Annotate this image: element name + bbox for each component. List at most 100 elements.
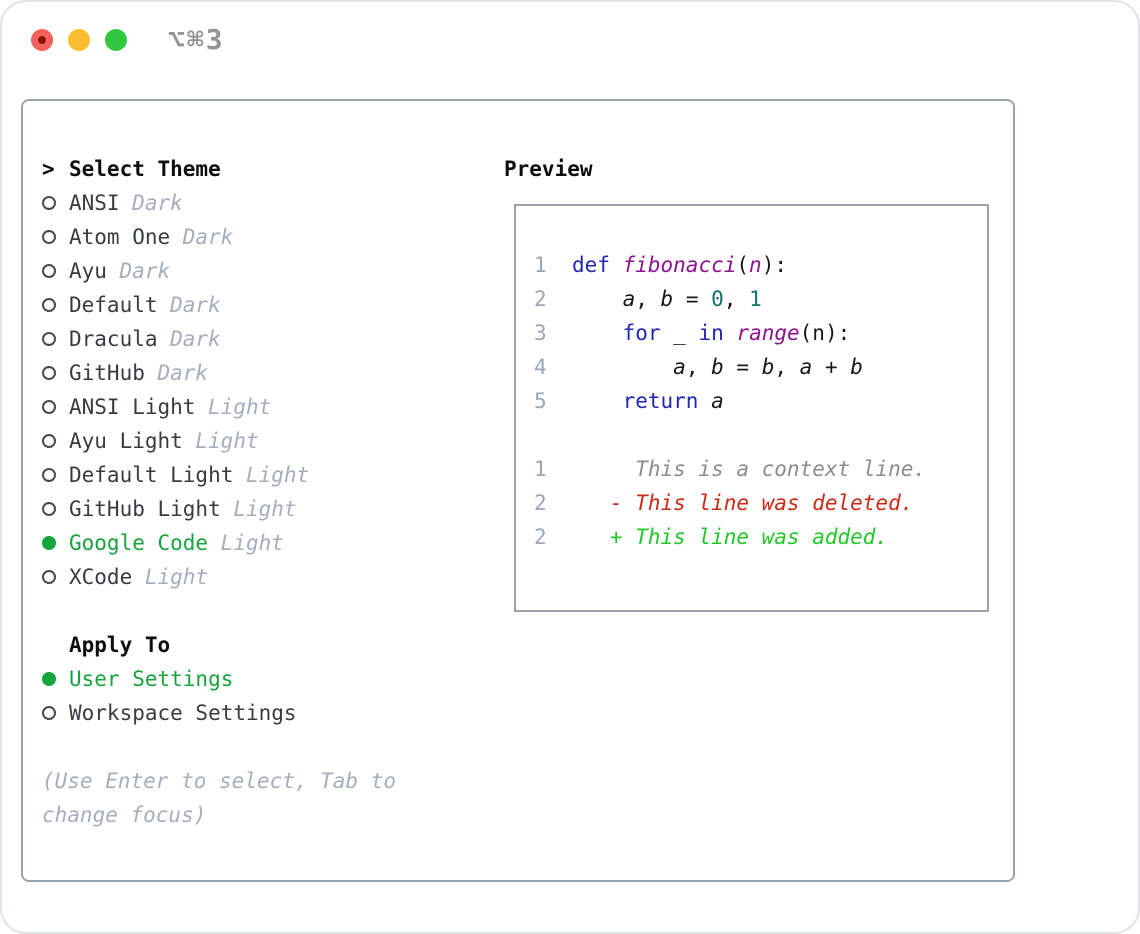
token-var: _ bbox=[673, 321, 686, 345]
theme-variant-label: Dark bbox=[182, 225, 234, 249]
code-text: for _ in range(n): bbox=[572, 316, 851, 350]
theme-variant-label: Dark bbox=[170, 327, 221, 351]
token-fn: n bbox=[749, 253, 762, 277]
diff-line-added: 2 + This line was added. bbox=[534, 520, 987, 554]
theme-option-ayu[interactable]: Ayu Dark bbox=[42, 254, 396, 288]
radio-unselected-icon bbox=[42, 264, 56, 278]
token-kw: for bbox=[622, 321, 661, 345]
line-number: 2 bbox=[534, 287, 547, 311]
radio-marker bbox=[42, 366, 69, 380]
token-pl: , bbox=[685, 355, 712, 379]
hint-text-line-2: change focus) bbox=[42, 803, 207, 827]
apply-option-workspace-settings[interactable]: Workspace Settings bbox=[42, 696, 396, 730]
token-var: b bbox=[711, 355, 724, 379]
code-line: 2 a, b = 0, 1 bbox=[534, 282, 987, 316]
zoom-traffic-light-icon[interactable] bbox=[105, 29, 127, 51]
line-number: 4 bbox=[534, 355, 547, 379]
spacer bbox=[534, 418, 987, 452]
theme-option-ansi-light[interactable]: ANSI Light Light bbox=[42, 390, 396, 424]
theme-name: GitHub bbox=[69, 361, 145, 385]
radio-selected-icon bbox=[42, 672, 56, 686]
radio-unselected-icon bbox=[42, 468, 56, 482]
apply-to-header-row: Apply To bbox=[42, 628, 396, 662]
token-var: a bbox=[799, 355, 813, 379]
theme-name: ANSI Light bbox=[69, 395, 196, 419]
radio-marker bbox=[42, 468, 69, 482]
theme-variant-label: Light bbox=[195, 429, 259, 453]
token-pl: , bbox=[774, 355, 800, 379]
code-text: return a bbox=[572, 384, 724, 418]
theme-name: Ayu Light bbox=[69, 429, 183, 453]
theme-option-github[interactable]: GitHub Dark bbox=[42, 356, 396, 390]
theme-name: GitHub Light bbox=[69, 497, 221, 521]
theme-name: Google Code bbox=[69, 531, 209, 555]
token-num: 1 bbox=[749, 287, 762, 311]
theme-variant-label: Dark bbox=[132, 191, 183, 215]
token-pl bbox=[572, 355, 673, 379]
radio-marker bbox=[42, 536, 69, 550]
theme-option-ansi[interactable]: ANSI Dark bbox=[42, 186, 396, 220]
theme-name: ANSI bbox=[69, 191, 120, 215]
radio-marker bbox=[42, 502, 69, 516]
select-theme-header-row: > Select Theme bbox=[42, 152, 396, 186]
token-pl: + bbox=[812, 355, 851, 379]
token-pl bbox=[661, 321, 674, 345]
theme-variant-label: Dark bbox=[119, 259, 171, 283]
radio-unselected-icon bbox=[42, 434, 56, 448]
token-kw: def bbox=[572, 253, 610, 277]
spacer bbox=[42, 594, 396, 628]
minimize-traffic-light-icon[interactable] bbox=[68, 29, 90, 51]
radio-marker bbox=[42, 570, 69, 584]
code-text: a, b = 0, 1 bbox=[572, 282, 762, 316]
select-theme-header: Select Theme bbox=[69, 157, 221, 181]
close-traffic-light-icon[interactable] bbox=[31, 29, 53, 51]
radio-unselected-icon bbox=[42, 570, 56, 584]
token-var: a bbox=[622, 287, 636, 311]
radio-marker bbox=[42, 196, 69, 210]
theme-name: Default Light bbox=[69, 463, 234, 487]
token-pl: , bbox=[635, 287, 661, 311]
theme-variant-label: Light bbox=[220, 531, 284, 555]
diff-preview: 1 This is a context line.2 - This line w… bbox=[534, 452, 987, 554]
diff-text: This is a context line. bbox=[572, 457, 927, 481]
theme-variant-label: Light bbox=[144, 565, 209, 589]
line-number: 5 bbox=[534, 389, 547, 413]
radio-marker bbox=[42, 400, 69, 414]
diff-line-context: 1 This is a context line. bbox=[534, 452, 987, 486]
token-var: b bbox=[850, 355, 863, 379]
theme-option-ayu-light[interactable]: Ayu Light Light bbox=[42, 424, 396, 458]
token-pl bbox=[572, 287, 623, 311]
theme-name: Ayu bbox=[69, 259, 107, 283]
token-pl bbox=[724, 321, 737, 345]
radio-unselected-icon bbox=[42, 706, 56, 720]
token-pl: = bbox=[723, 355, 762, 379]
radio-unselected-icon bbox=[42, 502, 56, 516]
theme-option-dracula[interactable]: Dracula Dark bbox=[42, 322, 396, 356]
code-line: 4 a, b = b, a + b bbox=[534, 350, 987, 384]
theme-variant-label: Light bbox=[208, 395, 272, 419]
code-line: 5 return a bbox=[534, 384, 987, 418]
theme-name: Dracula bbox=[69, 327, 158, 351]
radio-marker bbox=[42, 264, 69, 278]
theme-option-google-code[interactable]: Google Code Light bbox=[42, 526, 396, 560]
code-text: def fibonacci(n): bbox=[572, 248, 787, 282]
line-number: 2 bbox=[534, 491, 547, 515]
theme-variant-label: Dark bbox=[157, 361, 209, 385]
preview-header: Preview bbox=[504, 157, 593, 181]
radio-marker bbox=[42, 332, 69, 346]
radio-marker bbox=[42, 230, 69, 244]
radio-unselected-icon bbox=[42, 230, 56, 244]
token-pl: = bbox=[673, 287, 712, 311]
apply-option-user-settings[interactable]: User Settings bbox=[42, 662, 396, 696]
